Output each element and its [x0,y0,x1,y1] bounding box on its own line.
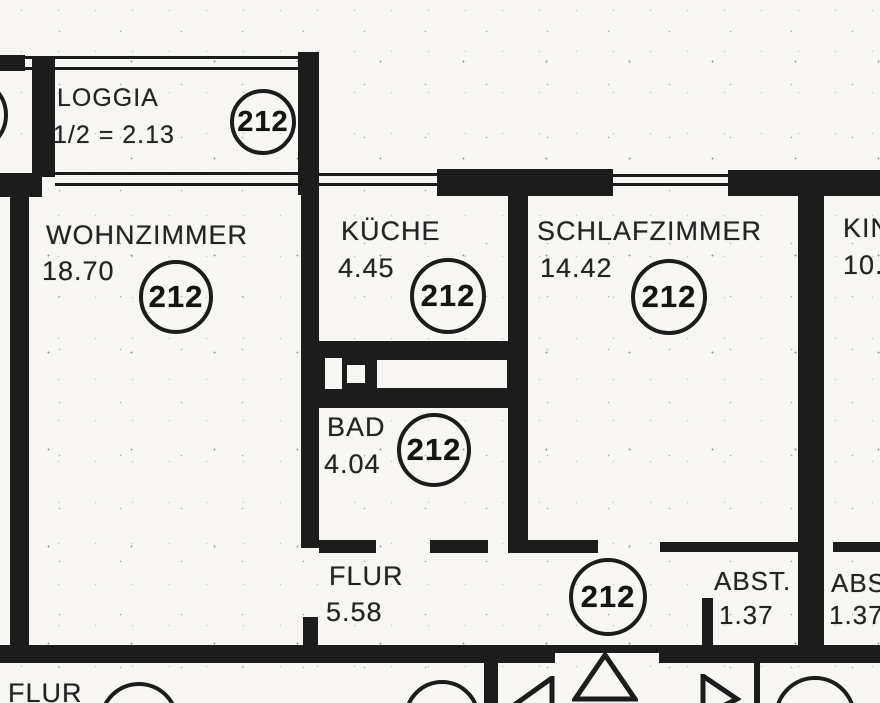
room-label-abst: ABST. [714,566,792,596]
shaft-slot [325,358,342,389]
unit-badge-flur: 212 [569,558,647,636]
room-area-abst: 1.37 [719,600,774,630]
room-label-schlafzimmer: SCHLAFZIMMER [537,216,763,246]
kueche-window [319,173,437,186]
wall-abst-top [660,542,806,552]
unit-badge-loggia: 212 [230,89,296,155]
room-area-kueche: 4.45 [338,253,395,283]
room-area-bad: 4.04 [324,449,381,479]
wall-loggia-right [298,52,319,195]
wall-wohnzimmer-right-stub [303,617,318,645]
room-label-wohnzimmer: WOHNZIMMER [46,220,248,250]
wall-exterior-bottom [0,645,880,663]
unit-badge-flur-unten-partial: 212 [99,682,179,703]
wall-abst-top-neighbor [833,542,880,552]
unit-badge-schlafzimmer: 212 [631,259,707,335]
wall-flur-top-middle [430,540,488,553]
direction-arrow-left-icon [512,676,555,703]
wall-wohnzimmer-right [301,195,319,548]
wall-abst-left-stub [702,598,713,645]
unit-badge-wohnzimmer: 212 [139,260,213,334]
room-area-schlafzimmer: 14.42 [540,253,613,283]
room-area-kinderzimmer: 10. [843,250,880,280]
room-area-wohnzimmer: 18.70 [42,256,115,286]
wall-below-band-line [754,663,760,703]
schlafzimmer-window [613,174,728,186]
room-label-flur-unten: FLUR [8,678,83,703]
wall-top-right [728,170,880,196]
unit-badge-bad: 212 [397,413,471,487]
wall-top-left-end [0,55,25,71]
wall-exterior-left [10,175,29,645]
room-area-flur: 5.58 [326,597,383,627]
loggia-wohnzimmer-divider [55,172,298,186]
wall-loggia-left [32,57,55,177]
wall-bad-bottom [319,540,376,553]
shaft-wall-gap [377,360,507,388]
room-area-loggia: 1/2 = 2.13 [53,121,175,149]
unit-badge-neighbor-flur-partial: 212 [774,676,856,703]
wall-apartment-divider-right [798,196,824,645]
room-label-kueche: KÜCHE [341,216,441,246]
room-area-abst-neighbor: 1.37 [829,600,880,630]
entrance-arrow-icon [572,650,638,702]
room-label-kinderzimmer: KIN [843,213,880,243]
wall-top-middle [437,169,613,196]
room-label-loggia: LOGGIA [57,84,159,112]
unit-badge-neighbor-loggia-partial: 212 [0,77,8,153]
shaft-duct-opening [347,365,365,383]
direction-arrow-right-icon [700,674,741,703]
unit-badge-treppenhaus-partial: 212 [404,680,480,703]
unit-badge-kueche: 212 [410,258,486,334]
room-label-bad: BAD [327,412,386,442]
wall-below-band-stub [484,663,498,703]
wall-kueche-right [508,193,528,553]
room-label-abst-neighbor: ABST. [831,568,880,598]
wall-schlafzimmer-bottom [527,540,598,553]
room-label-flur: FLUR [329,561,404,591]
loggia-top-railing [0,56,300,70]
